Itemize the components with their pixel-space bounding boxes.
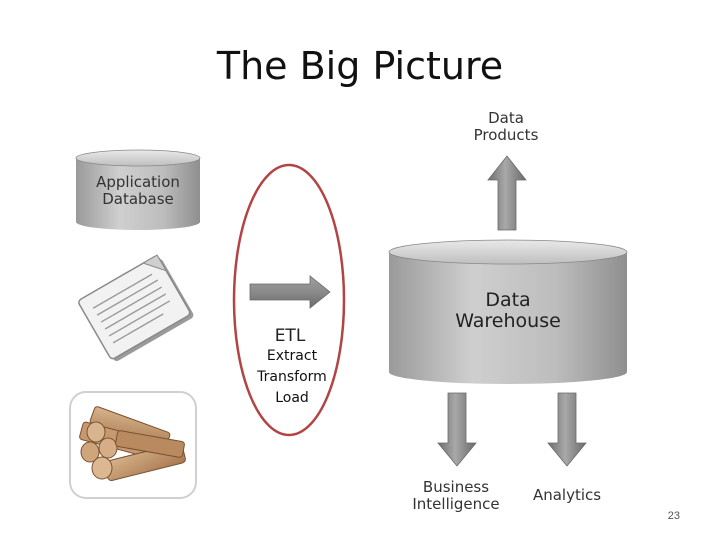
data-warehouse-cylinder [388, 239, 628, 384]
business-intelligence-label: Business Intelligence [400, 479, 512, 513]
up-arrow-data-products [487, 155, 527, 231]
etl-step-load: Load [275, 390, 309, 406]
firewood-logs-icon [69, 391, 197, 499]
etl-label: ETL [274, 326, 306, 346]
analytics-label: Analytics [532, 486, 602, 504]
etl-right-arrow [249, 275, 331, 309]
data-warehouse-label-line2: Warehouse [455, 310, 561, 333]
application-database-label-line1: Application [96, 173, 180, 191]
application-database-label: Application Database [76, 174, 200, 208]
down-arrow-analytics [547, 392, 587, 467]
document-icon [78, 254, 194, 361]
data-warehouse-label: Data Warehouse [420, 289, 596, 333]
page-number: 23 [667, 510, 680, 522]
business-intelligence-label-line1: Business [422, 478, 490, 496]
application-database-label-line2: Database [102, 189, 174, 208]
slide-title: The Big Picture [216, 44, 504, 88]
etl-highlight-ellipse [232, 163, 346, 437]
data-products-label: Data Products [456, 110, 556, 144]
down-arrow-business-intelligence [437, 392, 477, 467]
etl-step-extract: Extract [266, 348, 318, 364]
business-intelligence-label-line2: Intelligence [412, 494, 500, 513]
data-products-label-line1: Data [488, 109, 524, 127]
application-database-cylinder [75, 149, 201, 230]
data-warehouse-label-line1: Data [485, 289, 531, 311]
etl-steps: Extract Transform Load [244, 346, 340, 409]
etl-step-transform: Transform [257, 369, 327, 385]
data-products-label-line2: Products [473, 125, 539, 144]
